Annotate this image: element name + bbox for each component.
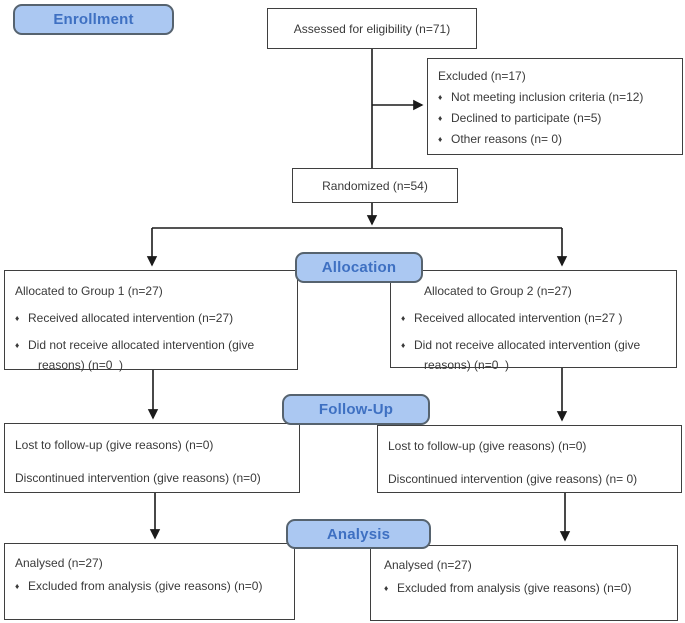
bullet-item: ♦ Received allocated intervention (n=27 … — [401, 308, 666, 328]
group2-item-1: Received allocated intervention (n=27 ) — [414, 311, 623, 325]
bullet-item: ♦ Declined to participate (n=5) — [438, 108, 672, 129]
stage-badge-followup: Follow-Up — [282, 394, 430, 425]
bullet-item: ♦ Not meeting inclusion criteria (n=12) — [438, 87, 672, 108]
followup2-line-1: Lost to follow-up (give reasons) (n=0) — [388, 439, 587, 453]
followup2-box: Lost to follow-up (give reasons) (n=0) D… — [377, 425, 682, 493]
group2-box: Allocated to Group 2 (n=27) ♦ Received a… — [390, 270, 677, 372]
group1-title: Allocated to Group 1 (n=27) — [15, 284, 163, 298]
excluded-item-2: Declined to participate (n=5) — [451, 111, 602, 125]
stage-badge-allocation: Allocation — [295, 252, 423, 283]
group2-item-2: Did not receive allocated intervention (… — [414, 338, 641, 372]
bullet-item: ♦ Excluded from analysis (give reasons) … — [384, 578, 667, 598]
followup1-line-1: Lost to follow-up (give reasons) (n=0) — [15, 438, 214, 452]
bullet-item: ♦ Received allocated intervention (n=27) — [15, 308, 287, 328]
bullet-item: ♦ Did not receive allocated intervention… — [401, 335, 666, 375]
excluded-box: Excluded (n=17) ♦ Not meeting inclusion … — [427, 58, 683, 155]
bullet-item: ♦ Other reasons (n= 0) — [438, 129, 672, 150]
excluded-title: Excluded (n=17) — [438, 69, 526, 83]
diamond-bullet-icon: ♦ — [438, 92, 443, 102]
excluded-item-1: Not meeting inclusion criteria (n=12) — [451, 90, 644, 104]
bullet-item: ♦ Excluded from analysis (give reasons) … — [15, 576, 284, 596]
stage-badge-enrollment: Enrollment — [13, 4, 174, 35]
analysis1-title: Analysed (n=27) — [15, 556, 103, 570]
diamond-bullet-icon: ♦ — [438, 113, 443, 123]
assessed-text: Assessed for eligibility (n=71) — [293, 21, 451, 36]
group1-item-1: Received allocated intervention (n=27) — [28, 311, 234, 325]
followup2-line-2: Discontinued intervention (give reasons)… — [388, 472, 638, 486]
randomized-text: Randomized (n=54) — [322, 178, 428, 193]
excluded-item-3: Other reasons (n= 0) — [451, 132, 563, 146]
group2-title: Allocated to Group 2 (n=27) — [424, 284, 572, 298]
stage-badge-analysis: Analysis — [286, 519, 431, 549]
diamond-bullet-icon: ♦ — [384, 583, 389, 593]
diamond-bullet-icon: ♦ — [401, 340, 406, 350]
diamond-bullet-icon: ♦ — [401, 313, 406, 323]
group1-box: Allocated to Group 1 (n=27) ♦ Received a… — [4, 270, 298, 372]
analysis1-box: Analysed (n=27) ♦ Excluded from analysis… — [4, 543, 295, 620]
bullet-item: ♦ Did not receive allocated intervention… — [15, 335, 287, 375]
assessed-box: Assessed for eligibility (n=71) — [267, 8, 477, 49]
diamond-bullet-icon: ♦ — [15, 340, 20, 350]
randomized-box: Randomized (n=54) — [292, 168, 458, 203]
diamond-bullet-icon: ♦ — [15, 313, 20, 323]
analysis2-title: Analysed (n=27) — [384, 558, 472, 572]
analysis1-item-1: Excluded from analysis (give reasons) (n… — [28, 579, 263, 593]
followup1-line-2: Discontinued intervention (give reasons)… — [15, 471, 261, 485]
analysis2-item-1: Excluded from analysis (give reasons) (n… — [397, 581, 632, 595]
group1-item-2: Did not receive allocated intervention (… — [28, 338, 255, 372]
followup1-box: Lost to follow-up (give reasons) (n=0) D… — [4, 423, 300, 493]
diamond-bullet-icon: ♦ — [15, 581, 20, 591]
diamond-bullet-icon: ♦ — [438, 134, 443, 144]
analysis2-box: Analysed (n=27) ♦ Excluded from analysis… — [370, 545, 678, 621]
